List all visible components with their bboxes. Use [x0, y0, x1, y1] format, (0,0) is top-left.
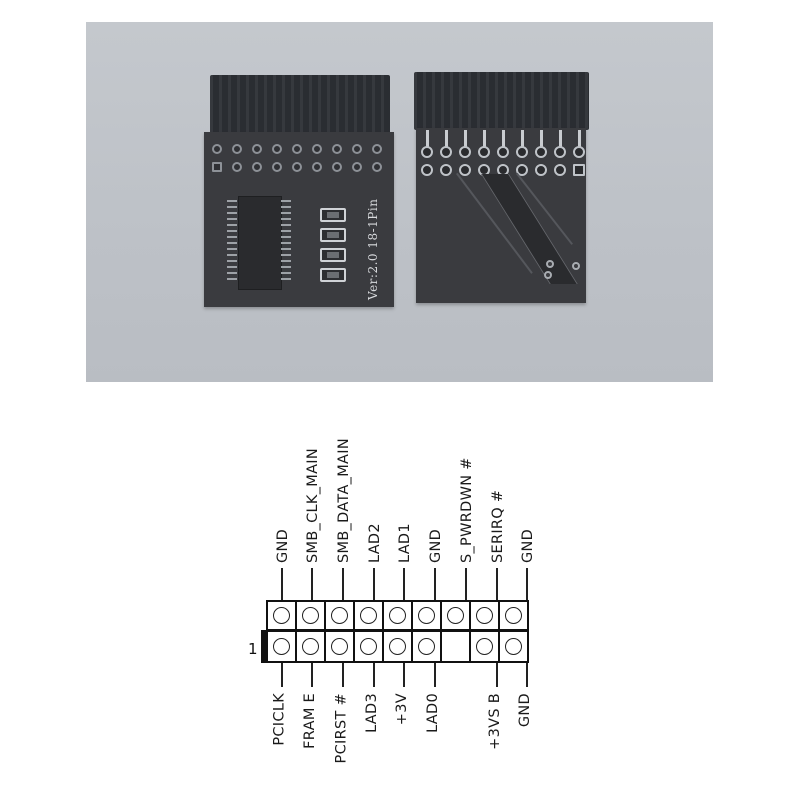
pin-cell	[469, 630, 500, 663]
pin-label-bottom-9: GND	[517, 693, 533, 728]
smd-led	[320, 268, 346, 282]
pin-circle-icon	[331, 607, 348, 624]
pin-label-bottom-1: PCICLK	[272, 693, 288, 746]
pin-circle-icon	[505, 638, 522, 655]
pin-circle-icon	[447, 607, 464, 624]
pin-cell	[440, 600, 471, 631]
pin-label-bottom-4: LAD3	[364, 693, 380, 733]
pin-cell	[266, 600, 297, 631]
pin1-label: 1	[248, 640, 258, 658]
header-row-top	[266, 600, 545, 631]
pin1-marker-bar	[261, 630, 267, 663]
pin-circle-icon	[389, 638, 406, 655]
pin-cell	[382, 630, 413, 663]
product-photo: Ver:2.0 18-1Pin	[86, 22, 713, 382]
pin-circle-icon	[389, 607, 406, 624]
pin-cell-key-missing	[440, 630, 471, 663]
pin-circle-icon	[273, 638, 290, 655]
pin-circle-icon	[302, 638, 319, 655]
pin-circle-icon	[302, 607, 319, 624]
pin-label-top-1: GND	[275, 528, 291, 563]
pin-label-top-4: LAD2	[367, 523, 383, 563]
pin-circle-icon	[360, 638, 377, 655]
via-2	[572, 262, 580, 270]
header-row-bottom	[266, 630, 545, 663]
pin-cell	[324, 600, 355, 631]
pin-cell	[295, 630, 326, 663]
pin-label-top-5: LAD1	[397, 523, 413, 563]
pin-label-bottom-8: +3VS B	[487, 693, 503, 750]
pin-label-top-6: GND	[428, 528, 444, 563]
pin-cell	[411, 600, 442, 631]
tpm-board-back	[86, 22, 713, 382]
pin-cell	[353, 630, 384, 663]
pin-cell	[324, 630, 355, 663]
pin-circle-icon	[331, 638, 348, 655]
pin-header-front	[210, 75, 390, 135]
pin-cell	[411, 630, 442, 663]
pin-cell	[498, 600, 529, 631]
pin-label-bottom-5: +3V	[394, 693, 410, 726]
smd-resistor-1	[320, 208, 346, 222]
pin-label-bottom-3: PCIRST #	[333, 693, 349, 764]
pin-label-top-3: SMB_DATA_MAIN	[336, 438, 352, 563]
pin-label-bottom-2: FRAM E	[302, 693, 318, 749]
pin-header-back	[414, 72, 589, 130]
smd-resistor-2	[320, 228, 346, 242]
pin-circle-icon	[418, 638, 435, 655]
smd-capacitor	[320, 248, 346, 262]
pin-label-top-7: S_PWRDWN #	[459, 457, 475, 563]
pin-cell	[382, 600, 413, 631]
pin-circle-icon	[505, 607, 522, 624]
pin-cell	[266, 630, 297, 663]
pin-circle-icon	[476, 607, 493, 624]
pin-label-top-9: GND	[520, 528, 536, 563]
pin-label-top-2: SMB_CLK_MAIN	[305, 447, 321, 563]
pin-circle-icon	[360, 607, 377, 624]
via-3	[544, 271, 552, 279]
tpm-board-front: Ver:2.0 18-1Pin	[86, 22, 713, 382]
pin-cell	[353, 600, 384, 631]
pin-cell	[295, 600, 326, 631]
pin-label-top-8: SERIRQ #	[490, 489, 506, 563]
via-1	[546, 260, 554, 268]
pin-label-bottom-6: LAD0	[425, 693, 441, 733]
pin-circle-icon	[418, 607, 435, 624]
pin-cell	[469, 600, 500, 631]
tpm-chip	[238, 196, 282, 290]
pin-circle-icon	[273, 607, 290, 624]
pin-circle-icon	[476, 638, 493, 655]
pin-cell	[498, 630, 529, 663]
